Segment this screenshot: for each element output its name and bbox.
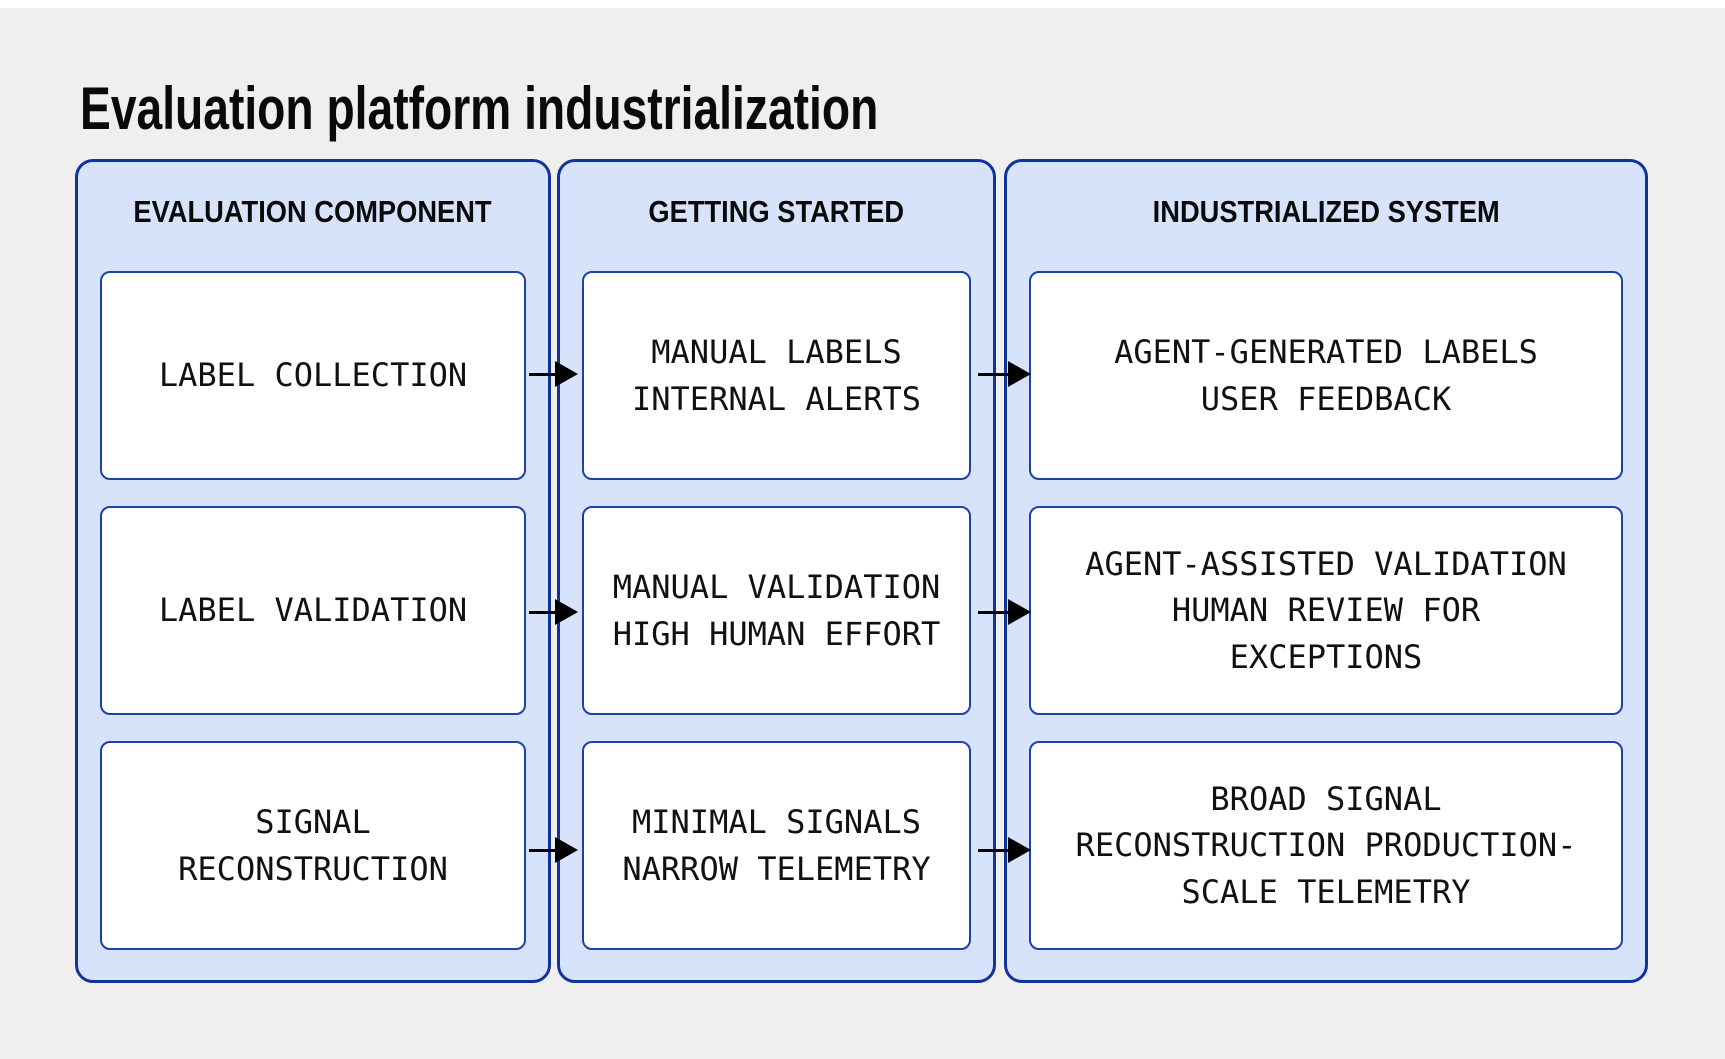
column-header: GETTING STARTED	[560, 162, 993, 262]
column-evaluation-component: EVALUATION COMPONENT LABEL COLLECTION LA…	[75, 159, 551, 983]
node-broad-signal-reconstruction: BROAD SIGNAL RECONSTRUCTION PRODUCTION- …	[1029, 741, 1623, 950]
arrow-head	[1008, 837, 1031, 863]
column-header: EVALUATION COMPONENT	[78, 162, 548, 262]
column-header-label: EVALUATION COMPONENT	[133, 194, 493, 229]
flow-arrow-icon	[529, 837, 578, 863]
column-header-label: INDUSTRIALIZED SYSTEM	[1152, 194, 1500, 229]
arrow-shaft	[529, 611, 560, 614]
arrow-shaft	[978, 373, 1013, 376]
column-industrialized-system: INDUSTRIALIZED SYSTEM AGENT-GENERATED LA…	[1004, 159, 1648, 983]
diagram-title: Evaluation platform industrialization	[80, 75, 879, 142]
node-agent-assisted-validation: AGENT-ASSISTED VALIDATION HUMAN REVIEW F…	[1029, 506, 1623, 715]
arrow-shaft	[978, 611, 1013, 614]
column-header: INDUSTRIALIZED SYSTEM	[1007, 162, 1645, 262]
arrow-head	[1008, 599, 1031, 625]
column-header-label: GETTING STARTED	[648, 194, 905, 229]
column-body: LABEL COLLECTION LABEL VALIDATION SIGNAL…	[100, 271, 526, 950]
node-manual-labels: MANUAL LABELS INTERNAL ALERTS	[582, 271, 971, 480]
flow-arrow-icon	[529, 361, 578, 387]
node-manual-validation: MANUAL VALIDATION HIGH HUMAN EFFORT	[582, 506, 971, 715]
arrow-shaft	[529, 373, 560, 376]
node-label-collection: LABEL COLLECTION	[100, 271, 526, 480]
node-minimal-signals: MINIMAL SIGNALS NARROW TELEMETRY	[582, 741, 971, 950]
arrow-shaft	[978, 849, 1013, 852]
flow-arrow-icon	[978, 599, 1031, 625]
node-signal-reconstruction: SIGNAL RECONSTRUCTION	[100, 741, 526, 950]
flow-arrow-icon	[978, 361, 1031, 387]
column-body: MANUAL LABELS INTERNAL ALERTS MANUAL VAL…	[582, 271, 971, 950]
flow-arrow-icon	[978, 837, 1031, 863]
column-body: AGENT-GENERATED LABELS USER FEEDBACK AGE…	[1029, 271, 1623, 950]
top-strip	[0, 0, 1725, 8]
arrow-shaft	[529, 849, 560, 852]
column-getting-started: GETTING STARTED MANUAL LABELS INTERNAL A…	[557, 159, 996, 983]
arrow-head	[555, 361, 578, 387]
node-agent-generated-labels: AGENT-GENERATED LABELS USER FEEDBACK	[1029, 271, 1623, 480]
node-label-validation: LABEL VALIDATION	[100, 506, 526, 715]
arrow-head	[555, 599, 578, 625]
arrow-head	[555, 837, 578, 863]
flow-arrow-icon	[529, 599, 578, 625]
arrow-head	[1008, 361, 1031, 387]
